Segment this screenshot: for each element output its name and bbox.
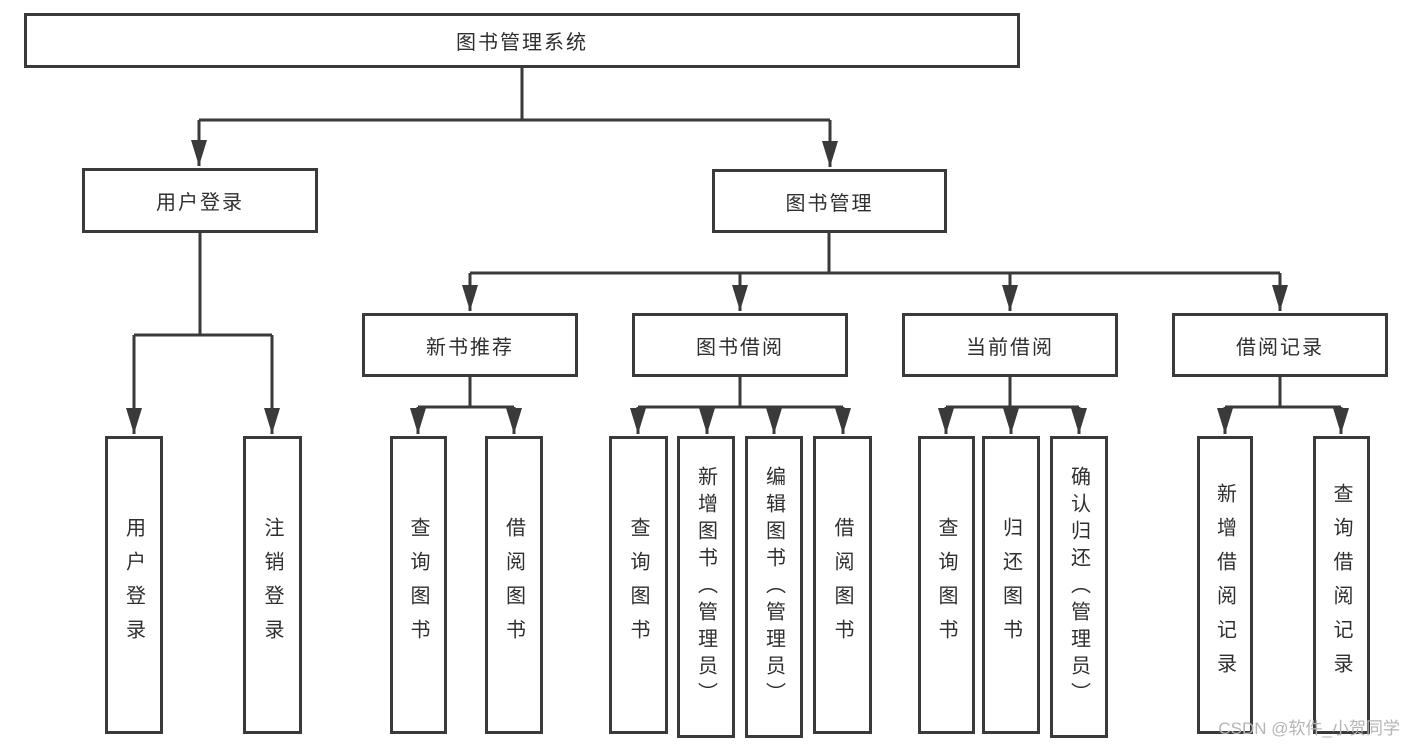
node-root: 图书管理系统 — [24, 13, 1020, 68]
leaf-query-books-current: 查询图书 — [918, 436, 975, 734]
leaf-query-borrow-record: 查询借阅记录 — [1313, 436, 1370, 734]
csdn-watermark: CSDN @软件_小贺同学 — [1218, 719, 1400, 738]
node-book-management: 图书管理 — [712, 169, 947, 233]
leaf-add-book-admin: 新增图书（管理员） — [677, 436, 735, 738]
leaf-borrow-books-borrowing: 借阅图书 — [813, 436, 872, 734]
node-new-book-recommend: 新书推荐 — [362, 313, 578, 377]
leaf-borrow-books-recommend: 借阅图书 — [485, 436, 543, 734]
leaf-user-login: 用户登录 — [105, 436, 163, 734]
leaf-logout: 注销登录 — [243, 436, 302, 734]
node-book-borrowing: 图书借阅 — [632, 313, 848, 377]
leaf-confirm-return-admin: 确认归还（管理员） — [1050, 436, 1108, 738]
leaf-return-books: 归还图书 — [982, 436, 1040, 734]
leaf-query-books-borrowing: 查询图书 — [609, 436, 668, 734]
leaf-add-borrow-record: 新增借阅记录 — [1197, 436, 1253, 734]
node-current-borrowing: 当前借阅 — [902, 313, 1118, 377]
node-user-login: 用户登录 — [82, 168, 318, 233]
leaf-query-books-recommend: 查询图书 — [390, 436, 447, 734]
leaf-edit-book-admin: 编辑图书（管理员） — [745, 436, 803, 738]
node-borrowing-records: 借阅记录 — [1172, 313, 1388, 377]
